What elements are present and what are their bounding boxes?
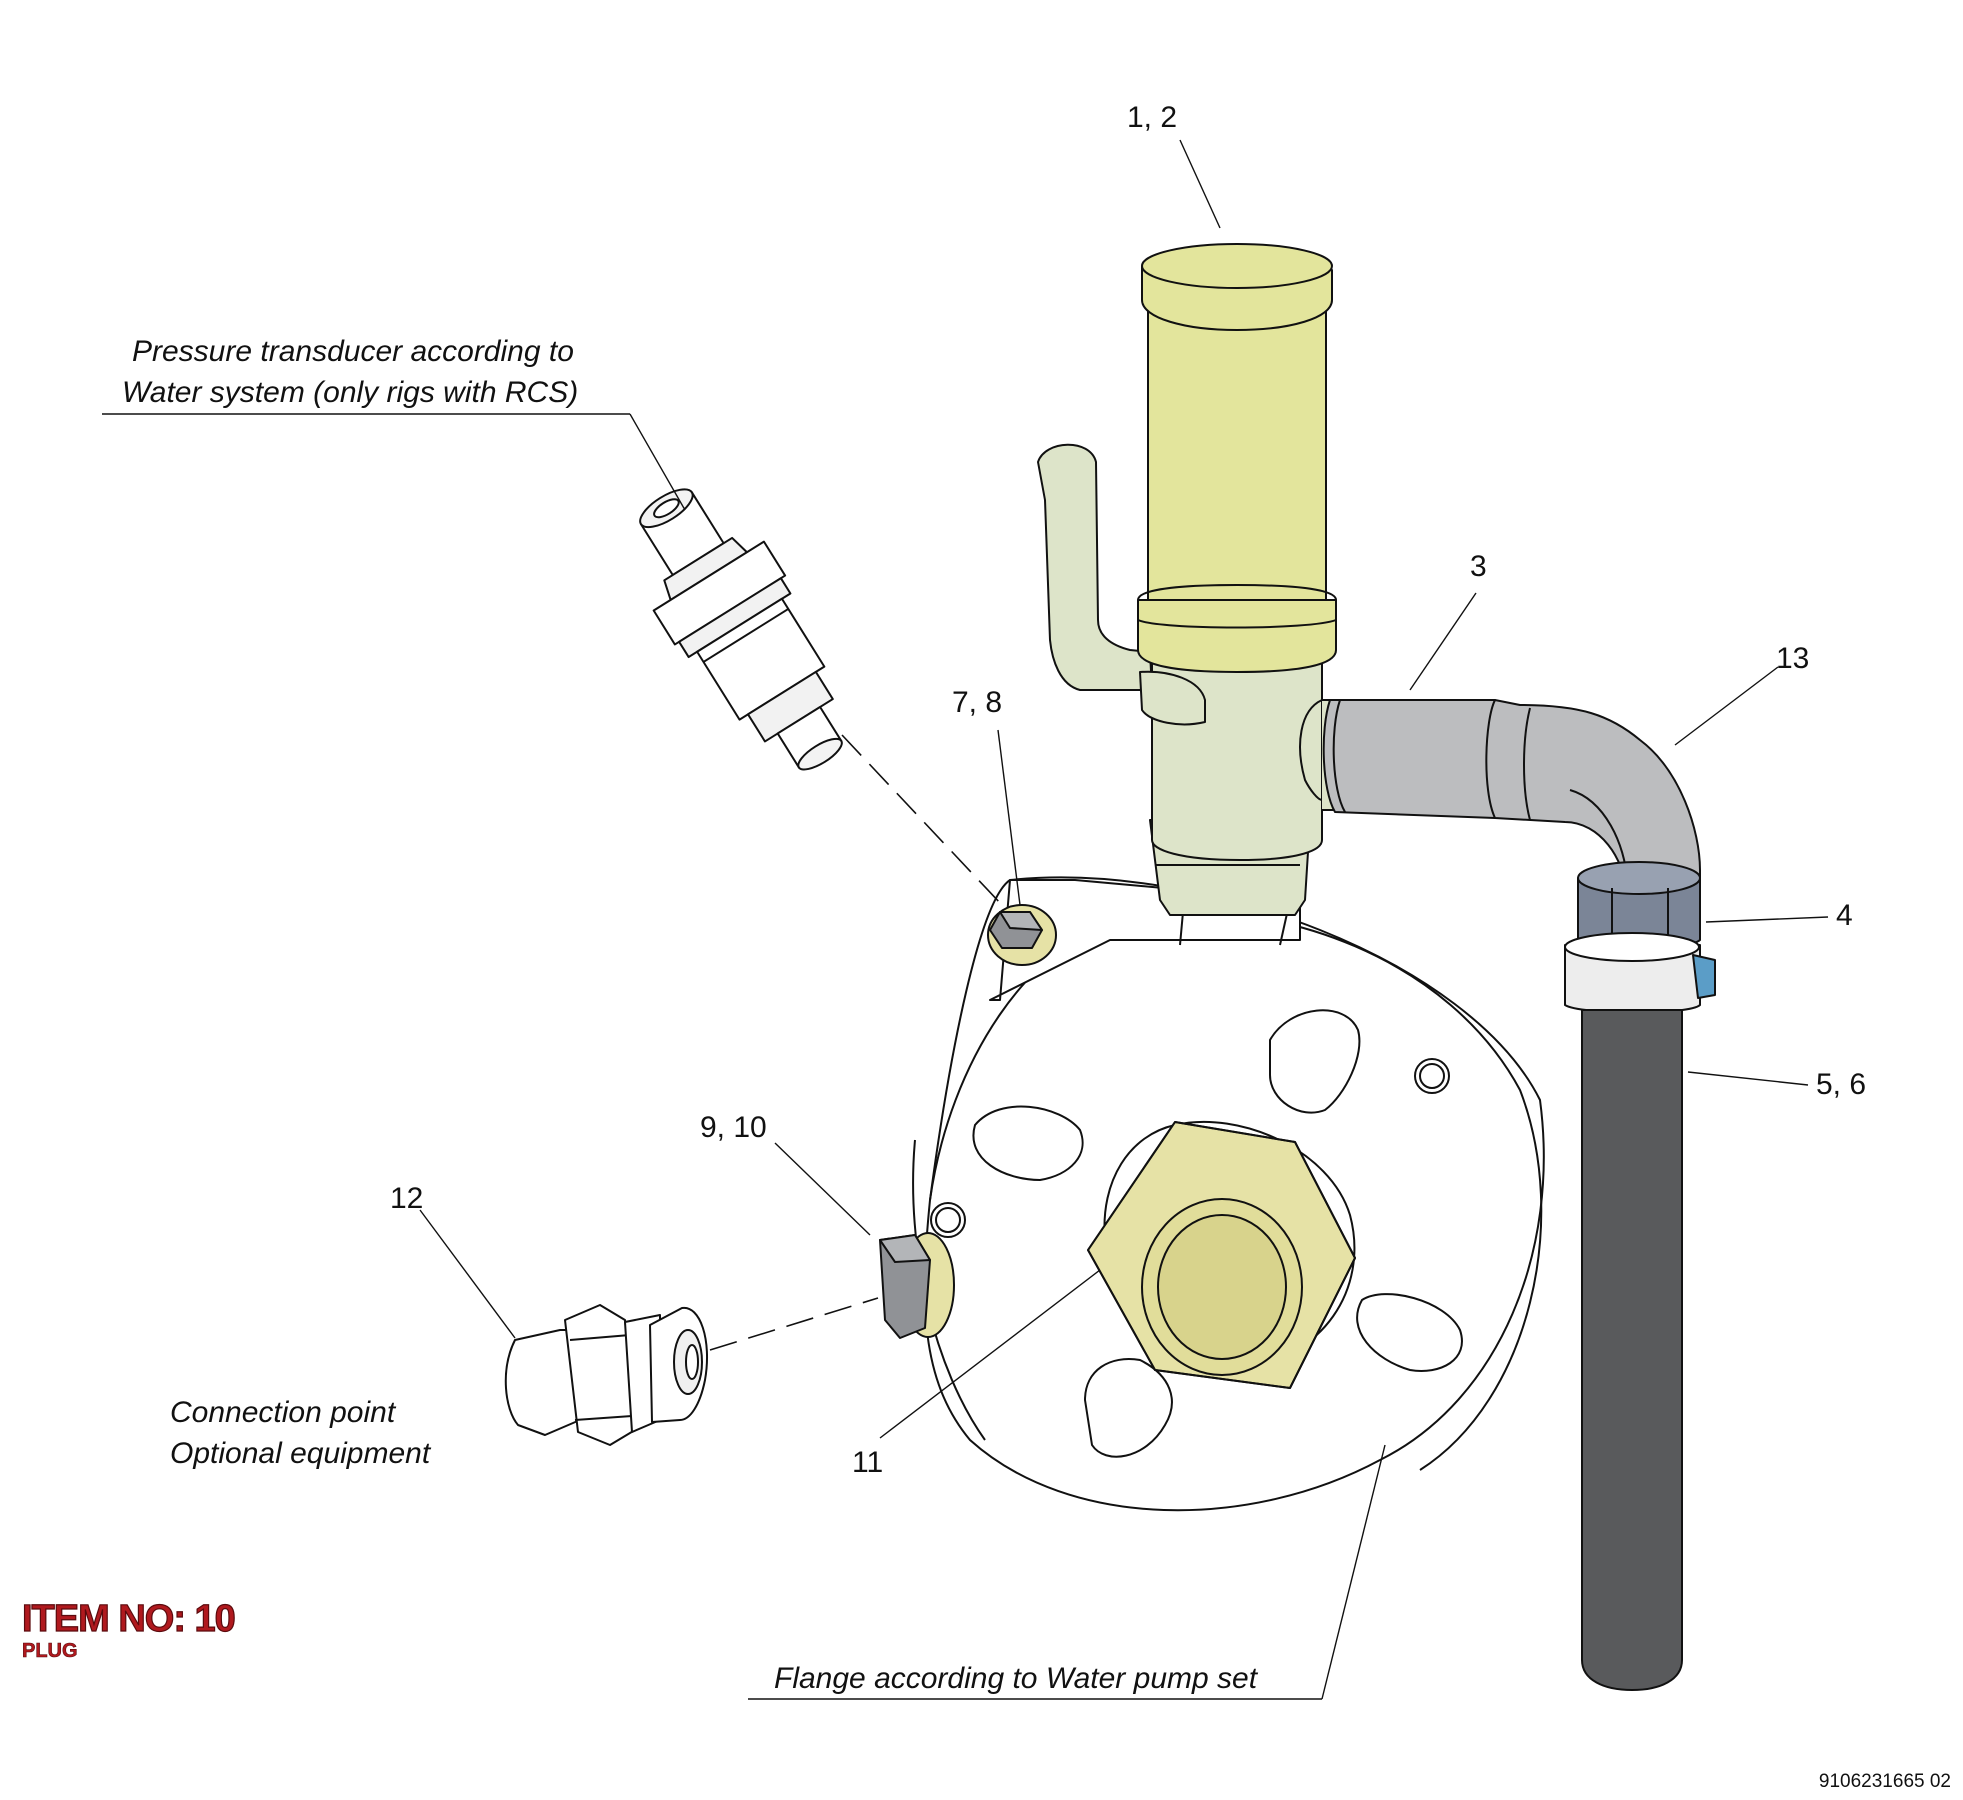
- flange-slot: [1356, 1293, 1463, 1372]
- hose-clamp: [1564, 932, 1716, 1014]
- callout-1-2: 1, 2: [1127, 101, 1178, 134]
- document-number: 9106231665 02: [1818, 1771, 1951, 1792]
- top-plug: [987, 904, 1057, 966]
- callout-7-8: 7, 8: [952, 686, 1003, 719]
- callout-9-10: 9, 10: [700, 1111, 767, 1144]
- flange-slot: [972, 1105, 1084, 1181]
- callout-13: 13: [1776, 642, 1810, 675]
- leader-5-6: [1687, 1071, 1809, 1086]
- elbow-hose: [1322, 699, 1701, 891]
- hex-fitting: [1087, 1120, 1356, 1389]
- pressure-transducer: [639, 488, 843, 771]
- filter-housing: [1137, 243, 1337, 673]
- note-flange: Flange according to Water pump set: [774, 1659, 1257, 1700]
- note-pressure-transducer: Pressure transducer according to Water s…: [122, 332, 578, 413]
- leader-11: [879, 1269, 1101, 1439]
- note-line: Flange according to Water pump set: [774, 1662, 1258, 1695]
- note-connection-point: Connection point Optional equipment: [170, 1393, 430, 1474]
- note-line: Pressure transducer according to: [132, 335, 574, 368]
- callout-5-6: 5, 6: [1816, 1068, 1867, 1101]
- leader-1-2: [1179, 139, 1221, 229]
- connection-dash-line: [709, 1297, 879, 1351]
- flange-slot: [1084, 1358, 1173, 1458]
- valve-lever: [1037, 443, 1206, 726]
- leader-4: [1705, 916, 1829, 923]
- note-line: Water system (only rigs with RCS): [122, 375, 579, 409]
- connection-fitting: [504, 1304, 709, 1446]
- callout-4: 4: [1836, 899, 1853, 932]
- hose-nut: [1577, 861, 1701, 949]
- leader-12: [419, 1209, 516, 1339]
- leader-7-8: [997, 729, 1021, 906]
- callout-11: 11: [852, 1446, 884, 1479]
- leader-13: [1674, 666, 1779, 746]
- side-plug: [879, 1232, 955, 1339]
- note-line: Optional equipment: [170, 1436, 431, 1470]
- leader-9-10: [774, 1142, 871, 1236]
- leader-3: [1409, 592, 1477, 691]
- note-line: Connection point: [170, 1396, 396, 1429]
- flange-slot: [1269, 1009, 1361, 1114]
- item-name-label: PLUG: [22, 1640, 78, 1663]
- transducer-dash-line: [841, 734, 1003, 906]
- leader-flange-diag: [1321, 1444, 1386, 1700]
- dark-hose: [1581, 1009, 1683, 1691]
- callout-12: 12: [390, 1182, 424, 1215]
- item-number-label: ITEM NO: 10: [21, 1597, 236, 1640]
- leader-transducer-diag: [629, 413, 686, 511]
- callout-3: 3: [1470, 550, 1487, 583]
